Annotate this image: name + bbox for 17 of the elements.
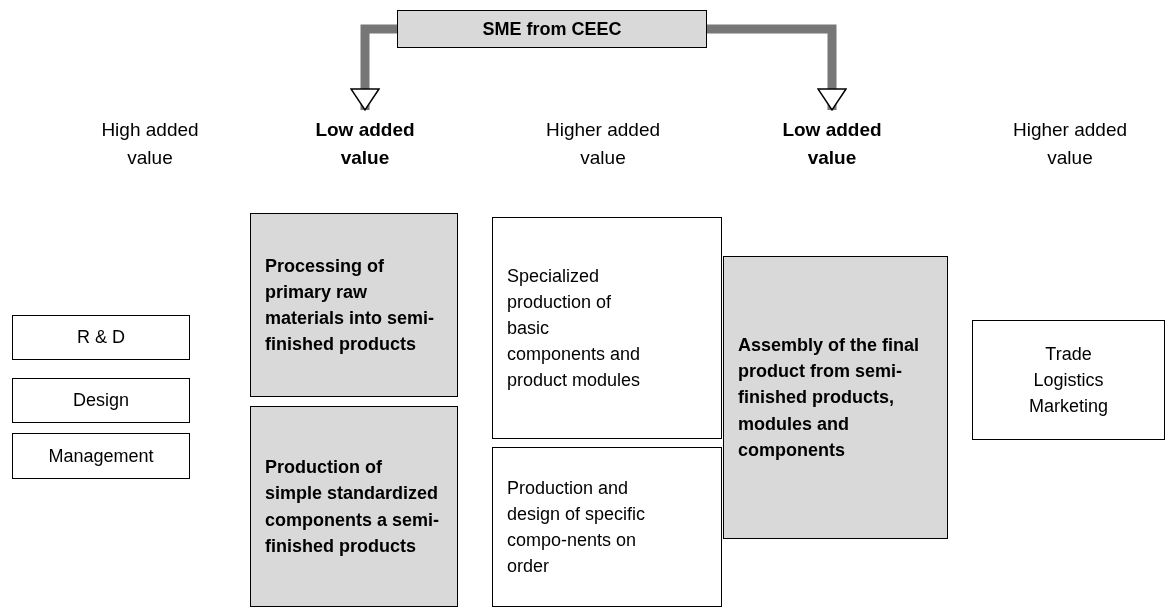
title-box: SME from CEEC bbox=[397, 10, 707, 48]
column-heading: Low added value bbox=[777, 116, 887, 172]
column-heading: High added value bbox=[100, 118, 200, 170]
process-box: Trade Logistics Marketing bbox=[972, 320, 1165, 440]
process-box: Production and design of specific compo-nents on order bbox=[492, 447, 722, 607]
process-box: Production of simple standardized components a semi-finished products bbox=[250, 406, 458, 607]
column-heading: Higher added value bbox=[544, 118, 662, 170]
column-heading: Higher added value bbox=[1011, 118, 1129, 170]
process-box: Assembly of the final product from semi-finished products, modules and components bbox=[723, 256, 948, 539]
column-heading: Low added value bbox=[310, 116, 420, 172]
thick-arrow bbox=[707, 24, 847, 111]
process-box: Management bbox=[12, 433, 190, 479]
process-box: Processing of primary raw materials into semi-finished products bbox=[250, 213, 458, 397]
process-box: R & D bbox=[12, 315, 190, 360]
thick-arrow bbox=[350, 24, 397, 111]
process-box: Specialized production of basic components and product modules bbox=[492, 217, 722, 439]
process-box: Design bbox=[12, 378, 190, 423]
